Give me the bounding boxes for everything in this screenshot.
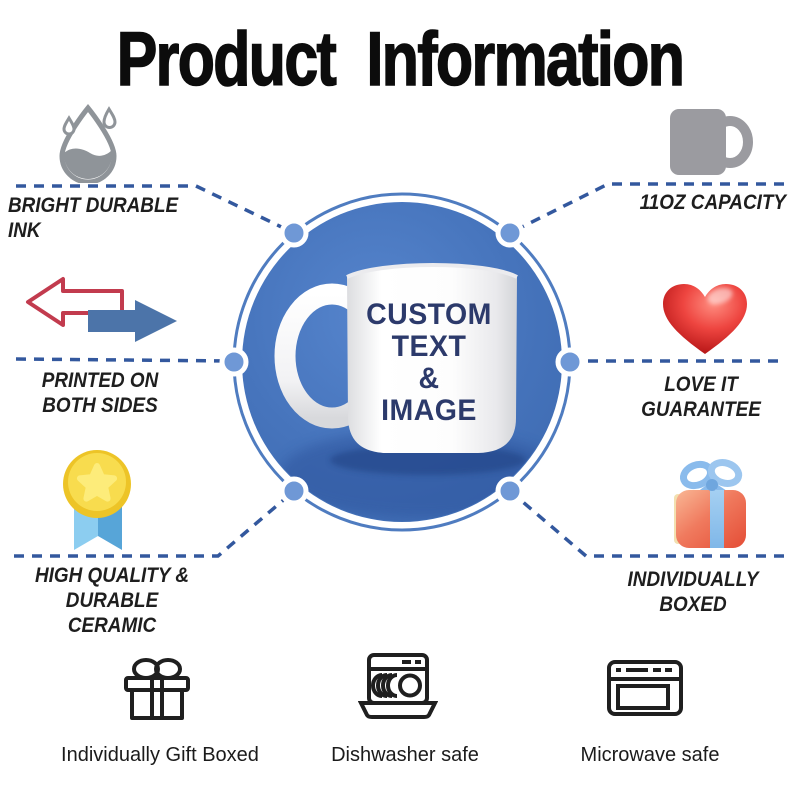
connection-dot-top-left bbox=[279, 218, 309, 248]
dishwasher-icon bbox=[358, 653, 438, 719]
microwave-icon bbox=[607, 660, 683, 716]
feature-label-bright-durable-ink: BRIGHT DURABLE INK bbox=[8, 193, 206, 243]
page-title: Product Information bbox=[116, 16, 685, 103]
gift-box-3d-icon bbox=[674, 459, 746, 548]
connection-dot-top-right bbox=[495, 218, 525, 248]
connection-dot-left bbox=[219, 347, 249, 377]
feature-line: BOXED bbox=[659, 593, 727, 616]
mug-text-line: CUSTOM bbox=[366, 298, 492, 331]
feature-label-high-quality-ceramic: HIGH QUALITY & DURABLE CERAMIC bbox=[27, 563, 196, 638]
connection-dot-right bbox=[555, 347, 585, 377]
water-drop-icon bbox=[59, 104, 117, 183]
feature-line: HIGH QUALITY & bbox=[34, 564, 190, 587]
feature-label-love-it-guarantee: LOVE IT GUARANTEE bbox=[622, 372, 780, 422]
badge-label-gift-boxed: Individually Gift Boxed bbox=[61, 744, 259, 766]
mug-rim bbox=[346, 263, 518, 279]
mug-body bbox=[347, 265, 517, 453]
connection-dot-bottom-left bbox=[279, 476, 309, 506]
feature-line: BRIGHT DURABLE INK bbox=[8, 194, 179, 242]
feature-line: 11OZ CAPACITY bbox=[639, 191, 786, 214]
feature-line: PRINTED ON bbox=[41, 369, 159, 392]
custom-mug-graphic bbox=[274, 263, 518, 453]
mug-custom-text: CUSTOM TEXT & IMAGE bbox=[354, 299, 504, 427]
feature-line: LOVE IT bbox=[664, 373, 738, 396]
feature-line: BOTH SIDES bbox=[42, 394, 158, 417]
feature-line: DURABLE CERAMIC bbox=[65, 589, 159, 637]
red-heart-icon bbox=[663, 284, 747, 354]
mug-text-line: IMAGE bbox=[381, 394, 477, 427]
feature-label-11oz-capacity: 11OZ CAPACITY bbox=[611, 190, 786, 215]
mug-text-line: & bbox=[418, 362, 440, 395]
mug-text-line: TEXT bbox=[391, 330, 467, 363]
feature-line: INDIVIDUALLY bbox=[627, 568, 759, 591]
feature-label-individually-boxed: INDIVIDUALLY BOXED bbox=[612, 567, 774, 617]
badge-label-dishwasher-safe: Dishwasher safe bbox=[331, 744, 479, 766]
double-arrows-icon bbox=[26, 277, 177, 342]
mug-silhouette-icon bbox=[670, 109, 753, 175]
connector-middle-left bbox=[15, 357, 235, 363]
connection-dot-bottom-right bbox=[495, 476, 525, 506]
connector-top-left bbox=[16, 184, 295, 235]
feature-line: GUARANTEE bbox=[641, 398, 761, 421]
feature-label-printed-both-sides: PRINTED ON BOTH SIDES bbox=[26, 368, 174, 418]
badge-label-microwave-safe: Microwave safe bbox=[580, 744, 720, 766]
gift-outline-icon bbox=[124, 658, 190, 720]
connector-top-right bbox=[509, 182, 784, 235]
connector-bottom-left bbox=[14, 489, 296, 558]
gold-medal-icon bbox=[63, 450, 131, 550]
